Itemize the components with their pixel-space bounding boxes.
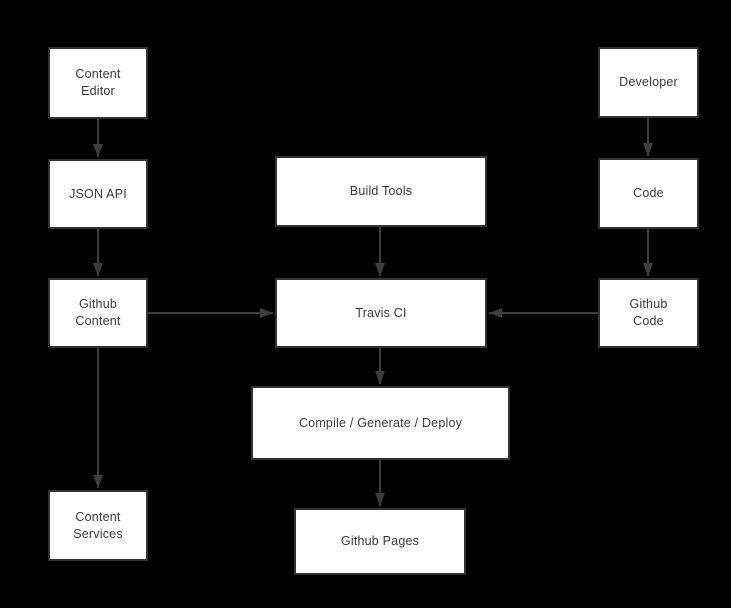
node-developer-label: Developer	[619, 75, 678, 90]
node-content-services-label: Content Services	[73, 509, 123, 541]
node-code: Code	[598, 158, 699, 229]
node-travis-ci: Travis CI	[275, 278, 487, 348]
node-build-tools-label: Build Tools	[349, 184, 413, 199]
node-github-content-label: Github Content	[75, 297, 121, 328]
node-compile-generate-deploy-label: Compile / Generate / Deploy	[298, 415, 463, 430]
node-github-pages-label: Github Pages	[340, 534, 420, 549]
node-developer: Developer	[598, 47, 699, 118]
node-json-api-label: JSON API	[69, 186, 127, 201]
node-json-api: JSON API	[48, 159, 148, 229]
node-github-code: Github Code	[598, 278, 699, 348]
node-github-pages: Github Pages	[294, 508, 466, 575]
node-code-label: Code	[633, 186, 664, 201]
node-github-code-label: Github Code	[629, 297, 668, 328]
node-content-editor-label: Content Editor	[75, 67, 121, 98]
node-github-content: Github Content	[48, 278, 148, 348]
node-travis-ci-label: Travis CI	[355, 305, 407, 320]
node-compile-generate-deploy: Compile / Generate / Deploy	[251, 386, 510, 460]
node-content-editor: Content Editor	[48, 47, 148, 119]
node-content-services: Content Services	[48, 490, 148, 561]
node-build-tools: Build Tools	[275, 156, 487, 227]
